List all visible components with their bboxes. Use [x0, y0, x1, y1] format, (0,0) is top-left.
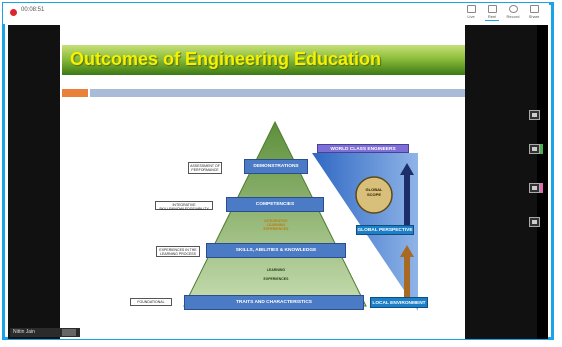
presentation-slide: Outcomes of Engineering Education DEMONS… — [60, 25, 465, 339]
toolbar-share-button[interactable]: Share — [525, 5, 543, 23]
record-icon — [508, 5, 518, 13]
panel-icon — [532, 113, 537, 117]
participant-name-tag[interactable]: Nittin Jain — [10, 328, 80, 337]
reel-icon — [487, 5, 497, 13]
shared-screen-area: Outcomes of Engineering Education DEMONS… — [8, 25, 548, 339]
toolbar-share-label: Share — [528, 14, 540, 19]
side-control-4[interactable] — [529, 217, 540, 227]
toolbar-record-button[interactable]: Record — [504, 5, 522, 23]
active-underline — [485, 20, 499, 21]
tier-traits: TRAITS AND CHARACTERISTICS — [184, 295, 364, 310]
recording-indicator-icon — [10, 9, 17, 16]
side-control-3[interactable] — [529, 183, 540, 193]
letterbox-right — [465, 25, 537, 339]
recording-time: 00:08:51 — [21, 7, 45, 13]
world-class-engineers-box: WORLD CLASS ENGINEERS — [317, 144, 409, 153]
toolbar-live-button[interactable]: Live — [462, 5, 480, 23]
expand-button[interactable] — [62, 329, 76, 336]
slide-title-bar — [62, 45, 465, 75]
side-label-experiences: EXPERIENCES IN THE LEARNING PROCESS — [156, 246, 200, 257]
panel-icon — [532, 186, 537, 190]
participant-name: Nittin Jain — [13, 329, 35, 335]
accent-pink — [540, 183, 543, 193]
slide-title: Outcomes of Engineering Education — [70, 49, 382, 69]
inner-line-3: EXPERIENCES — [263, 227, 289, 231]
tier-skills: SKILLS, ABILITIES & KNOWLEDGE — [206, 243, 346, 258]
global-scope-circle — [355, 176, 393, 214]
toolbar-record-label: Record — [506, 14, 520, 19]
tier-competencies: COMPETENCIES — [226, 197, 324, 212]
toolbar-reel-button[interactable]: Reel — [483, 5, 501, 23]
up-arrow-brown-icon — [400, 245, 414, 303]
up-arrow-dark-icon — [400, 163, 414, 235]
toolbar-live-label: Live — [467, 14, 475, 19]
local-environment-box: LOCAL ENVIRONMENT — [370, 297, 428, 308]
inner-line-1: INTEGRATIVE — [264, 219, 288, 223]
top-toolbar: 00:08:51 Live Reel Record Share — [3, 3, 549, 24]
share-icon — [529, 5, 539, 13]
side-control-1[interactable] — [529, 110, 540, 120]
tier-demonstrations: DEMONSTRATIONS — [244, 159, 308, 174]
toolbar-reel-label: Reel — [487, 14, 497, 19]
blue-accent-strip — [90, 89, 465, 97]
side-control-2[interactable] — [529, 144, 540, 154]
orange-accent-bar — [62, 89, 88, 97]
panel-icon — [532, 147, 537, 151]
side-label-integrative: INTEGRATIVE SKILLS/KNOWLEDGE/ABILITY — [155, 201, 213, 211]
inner-line-4: LEARNING — [266, 268, 286, 272]
accent-green — [540, 144, 543, 154]
learning-experiences-text: LEARNING EXPERIENCES — [248, 268, 304, 281]
panel-icon — [532, 220, 537, 224]
global-scope-text: GLOBAL SCOPE — [365, 187, 383, 197]
inner-line-5: EXPERIENCES — [263, 277, 289, 281]
integrative-learning-text: INTEGRATIVE LEARNING EXPERIENCES — [248, 219, 304, 231]
global-perspective-box: GLOBAL PERSPECTIVE — [356, 225, 414, 235]
letterbox-left — [8, 25, 60, 339]
live-icon — [466, 5, 476, 13]
inner-line-2: LEARNING — [266, 223, 286, 227]
side-label-foundational: FOUNDATIONAL — [130, 298, 172, 306]
side-label-assessment: ASSESSMENT OF PERFORMANCE — [188, 162, 222, 174]
